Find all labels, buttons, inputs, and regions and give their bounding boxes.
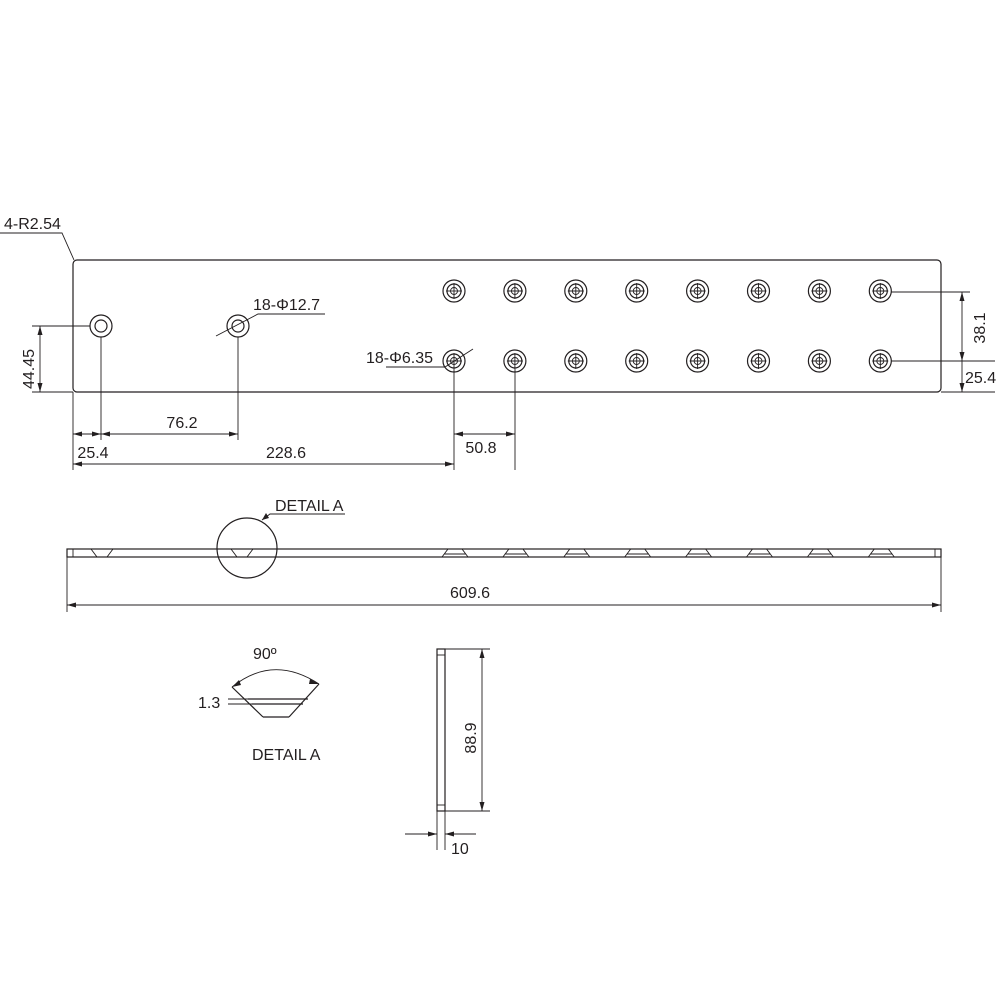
countersink [867,548,895,558]
corner-radius-label: 4-R2.54 [4,216,61,233]
dim-38-1-label: 38.1 [972,312,989,343]
hole [503,279,527,303]
hole [564,279,588,303]
detail-a-circle [216,517,278,579]
dim-88-9-label: 88.9 [463,722,480,753]
large-hole-label: 18-Φ12.7 [253,297,320,314]
hole [746,279,771,303]
plate-edge [66,548,942,558]
front-view: DETAIL A 609.6 [66,498,942,612]
detail-a-callout: DETAIL A [275,498,344,515]
hole [868,279,892,303]
hole [746,349,771,373]
countersink [807,548,834,558]
dim-609-6-label: 609.6 [450,585,490,602]
hole [442,279,466,303]
countersink-left-flank [231,686,264,718]
hole-grid [442,279,892,373]
side-plate [436,648,446,812]
hole [868,349,892,373]
countersink [502,548,530,558]
countersink [563,548,591,558]
countersink [746,548,773,558]
dim-50-8-label: 50.8 [465,440,496,457]
small-hole-leader [386,348,474,368]
hole [564,349,588,373]
angle-arc [231,669,320,688]
plate-outline [72,259,942,393]
angle-label: 90º [253,646,277,663]
dim-50-8: 50.8 [454,431,515,457]
dim-76-2-label: 76.2 [166,415,197,432]
hole [807,279,832,303]
hole [503,349,527,373]
countersink [685,548,712,558]
hole [625,279,649,303]
countersink [624,548,652,558]
hole-left-1 [89,314,113,338]
top-view: 4-R2.54 18-Φ12.7 18-Φ6.35 44.45 [0,216,996,470]
dim-25-4-x-label: 25.4 [77,445,108,462]
corner-radius-leader [0,232,75,261]
hole [625,349,649,373]
dim-25-4-76-2: 76.2 25.4 [73,415,238,462]
dim-609-6: 609.6 [66,557,942,612]
dim-228-6-label: 228.6 [266,445,306,462]
left-holes [89,314,250,338]
dim-1-3-label: 1.3 [198,695,220,712]
small-hole-label: 18-Φ6.35 [366,350,433,367]
front-countersinks [441,548,895,558]
hole [685,349,710,373]
dim-44-45: 44.45 [21,325,90,393]
detail-a-title: DETAIL A [252,747,321,764]
dim-25-4-y-label: 25.4 [965,370,996,387]
large-hole-leader [215,313,325,337]
countersink-right-flank [288,683,320,718]
hole [807,349,832,373]
detail-a-view: 90º 1.3 DETAIL A [198,646,321,764]
dim-10-label: 10 [451,841,469,858]
countersink [90,548,114,558]
dim-right-side: 38.1 25.4 [891,291,996,393]
hole-left-2 [226,314,250,338]
dim-228-6: 228.6 [73,445,454,467]
countersink [441,548,469,558]
hole [685,279,710,303]
side-view: 88.9 10 [405,648,490,858]
countersink [230,548,254,558]
dim-44-45-label: 44.45 [21,349,38,389]
